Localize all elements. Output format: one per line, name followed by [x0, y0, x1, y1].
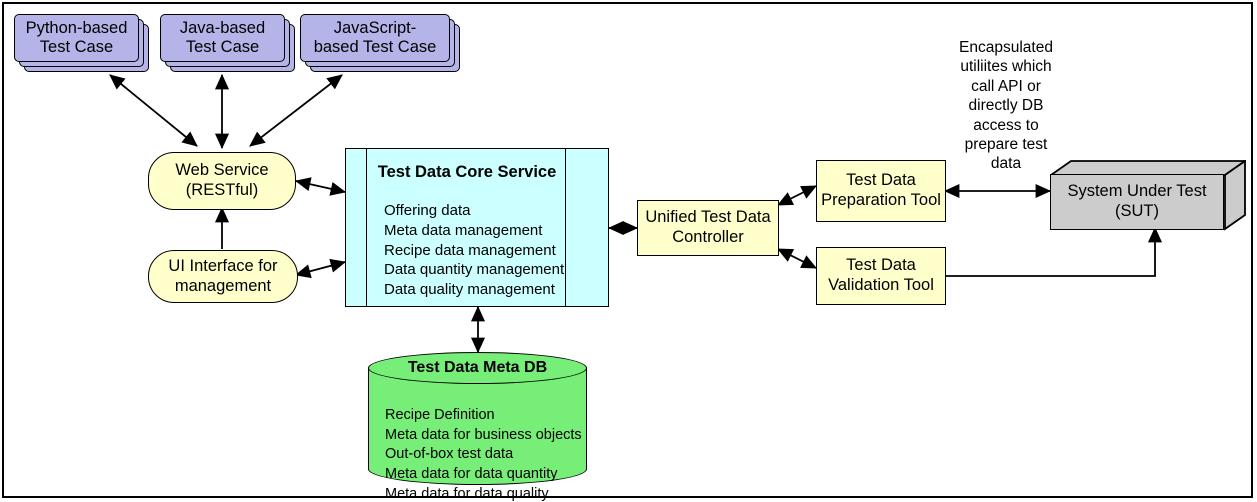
- test-data-core-service[interactable]: Test Data Core Service Offering data Met…: [345, 148, 609, 307]
- test-case-label-line2: Test Case: [185, 38, 260, 56]
- test-data-preparation-tool[interactable]: Test Data Preparation Tool: [816, 160, 946, 222]
- ui-interface-label-line1: UI Interface for: [168, 256, 278, 275]
- db-title: Test Data Meta DB: [407, 359, 548, 376]
- test-case-label-line2: Test Case: [39, 38, 114, 56]
- annotation-line: call API or: [971, 77, 1041, 95]
- core-right-rail: [565, 149, 566, 306]
- preparation-tool-label-line1: Test Data: [846, 171, 916, 190]
- edge-controller-to-preparation: [777, 185, 817, 206]
- core-service-title: Test Data Core Service: [377, 163, 557, 181]
- test-data-validation-tool[interactable]: Test Data Validation Tool: [816, 247, 946, 305]
- validation-tool-label-line1: Test Data: [846, 256, 916, 275]
- validation-tool-label-line2: Validation Tool: [828, 276, 934, 294]
- core-service-feature-list: Offering data Meta data management Recip…: [384, 201, 564, 300]
- stack-sheet-front: JavaScript- based Test Case: [300, 14, 450, 62]
- sut-front-face: System Under Test (SUT): [1050, 174, 1224, 230]
- core-feature-item: Offering data: [384, 202, 471, 219]
- db-content-item: Meta data for data quality: [385, 485, 549, 502]
- sut-3d-faces: [1050, 160, 1246, 231]
- core-left-rail: [366, 149, 367, 306]
- ui-interface-label-line2: management: [174, 276, 272, 295]
- test-case-label-line1: Python-based: [25, 18, 128, 37]
- core-feature-item: Data quantity management: [384, 261, 565, 279]
- web-service-label-line1: Web Service: [175, 161, 269, 180]
- sut-label-line2: (SUT): [1115, 202, 1159, 220]
- annotation-line: directly DB: [968, 97, 1044, 115]
- test-case-stack-javascript[interactable]: JavaScript- based Test Case: [300, 14, 460, 72]
- system-under-test[interactable]: System Under Test (SUT): [1050, 160, 1246, 232]
- test-case-stack-python[interactable]: Python-based Test Case: [14, 14, 149, 72]
- web-service-label-line2: (RESTful): [185, 181, 259, 199]
- edge-controller-to-validation: [777, 248, 817, 269]
- sut-label-line1: System Under Test: [1067, 182, 1207, 201]
- edge-webservice-to-core: [294, 177, 347, 196]
- unified-test-data-controller[interactable]: Unified Test Data Controller: [637, 200, 779, 256]
- annotation-line: Encapsulated: [959, 39, 1053, 56]
- encapsulation-annotation: Encapsulated utiliites which call API or…: [940, 38, 1072, 174]
- test-case-stack-java[interactable]: Java-based Test Case: [160, 14, 295, 72]
- db-cylinder-body: [368, 368, 587, 485]
- ui-interface-box[interactable]: UI Interface for management: [148, 250, 298, 303]
- stack-sheet-front: Java-based Test Case: [160, 14, 285, 62]
- db-content-item: Meta data for data quantity: [385, 466, 558, 483]
- db-content-item: Meta data for business objects: [385, 426, 582, 443]
- core-feature-item: Meta data management: [384, 221, 543, 239]
- annotation-line: access to: [973, 116, 1039, 134]
- preparation-tool-label-line2: Preparation Tool: [821, 191, 941, 209]
- db-content-item: Recipe Definition: [385, 407, 495, 423]
- edge-validation-to-sut: [945, 226, 1163, 277]
- edge-python-to-webservice: [109, 74, 198, 147]
- db-content-item: Out-of-box test data: [385, 446, 514, 463]
- test-case-label-line1: Java-based: [179, 18, 266, 37]
- core-feature-item: Data quality management: [384, 281, 555, 299]
- stack-sheet-front: Python-based Test Case: [14, 14, 139, 62]
- test-data-meta-db[interactable]: Test Data Meta DB Recipe Definition Meta…: [368, 352, 587, 502]
- annotation-line: prepare test: [964, 135, 1048, 153]
- edge-javascript-to-webservice: [249, 74, 343, 147]
- controller-label-line1: Unified Test Data: [645, 208, 771, 227]
- test-case-label-line2: based Test Case: [313, 38, 437, 56]
- annotation-line: data: [990, 155, 1022, 173]
- db-content-list: Recipe Definition Meta data for business…: [385, 406, 582, 502]
- annotation-line: utiliites which: [960, 58, 1052, 76]
- core-feature-item: Recipe data management: [384, 241, 556, 259]
- edge-ui-to-core: [294, 258, 347, 279]
- web-service-box[interactable]: Web Service (RESTful): [148, 152, 296, 210]
- db-cylinder-top: [368, 352, 587, 384]
- test-case-label-line1: JavaScript-: [333, 18, 417, 37]
- controller-label-line2: Controller: [672, 228, 744, 246]
